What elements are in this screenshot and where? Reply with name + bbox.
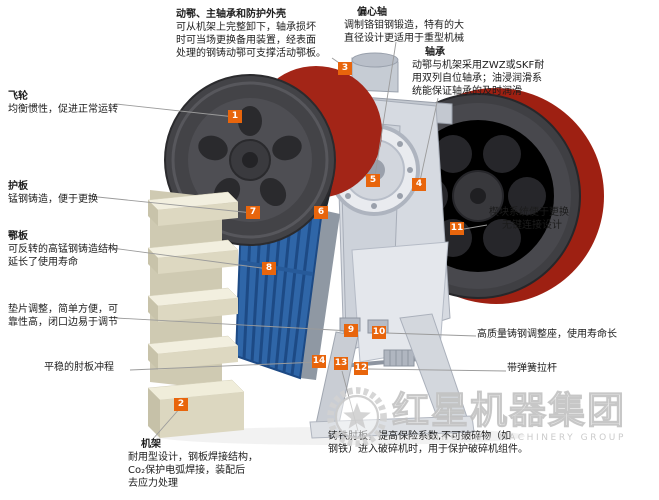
label-flywheel: 飞轮 均衡惯性，促进正常运转 [8, 91, 118, 115]
label-flywheel-title: 飞轮 [8, 91, 28, 102]
label-moving-jaw-title: 动鄂、主轴承和防护外壳 [176, 9, 286, 20]
part-marker-12: 12 [354, 362, 368, 375]
label-shim-adjust: 垫片调整，简单方便，可 靠性高，闭口边易于调节 [8, 304, 118, 328]
part-marker-1: 1 [228, 110, 242, 123]
label-moving-jaw: 动鄂、主轴承和防护外壳 可从机架上完整卸下，轴承损坏 时可当场更换备用装置，经表… [176, 9, 326, 59]
part-marker-5: 5 [366, 174, 380, 187]
label-jaw-plate: 鄂板 可反转的高锰钢铸造结构 延长了使用寿命 [8, 231, 118, 268]
label-frame-title: 机架 [141, 439, 161, 450]
part-marker-7: 7 [246, 206, 260, 219]
part-marker-10: 10 [372, 326, 386, 339]
label-bearing: 轴承 动鄂与机架采用ZWZ或SKF耐 用双列自位轴承；油浸润滑系 统能保证轴承的… [412, 47, 545, 97]
label-spring-rod: 带弹簧拉杆 [507, 363, 557, 374]
part-marker-6: 6 [314, 206, 328, 219]
label-eccentric-shaft-title: 偏心轴 [357, 7, 387, 18]
label-adjust-seat: 高质量铸钢调整座，使用寿命长 [477, 329, 617, 340]
label-eccentric-shaft: 偏心轴 调制铬钼钢锻造，特有的大 直径设计更适用于重型机械 [344, 7, 464, 44]
part-marker-13: 13 [334, 357, 348, 370]
stepped-stand [147, 190, 245, 438]
part-marker-4: 4 [412, 178, 426, 191]
part-marker-3: 3 [338, 62, 352, 75]
part-marker-11: 11 [450, 222, 464, 235]
label-bearing-title: 轴承 [425, 47, 445, 58]
label-jaw-plate-title: 鄂板 [8, 231, 28, 242]
label-toggle-plate: 铸铁肘板，提高保险系数,不可破碎物（如 钢铁）进入破碎机时，用于保护破碎机组件。 [328, 431, 528, 455]
label-guard-plate-title: 护板 [8, 181, 28, 192]
part-marker-14: 14 [312, 355, 326, 368]
part-marker-9: 9 [344, 324, 358, 337]
label-toggle-stroke: 平稳的肘板冲程 [44, 362, 114, 373]
label-wedge-system: 楔块系统便于更换 无键连接设计 [489, 207, 569, 231]
part-marker-2: 2 [174, 398, 188, 411]
label-frame: 机架 耐用型设计，钢板焊接结构， Co₂保护电弧焊接，装配后 去应力处理 [128, 439, 258, 489]
label-guard-plate: 护板 锰钢铸造，便于更换 [8, 181, 98, 205]
part-marker-8: 8 [262, 262, 276, 275]
